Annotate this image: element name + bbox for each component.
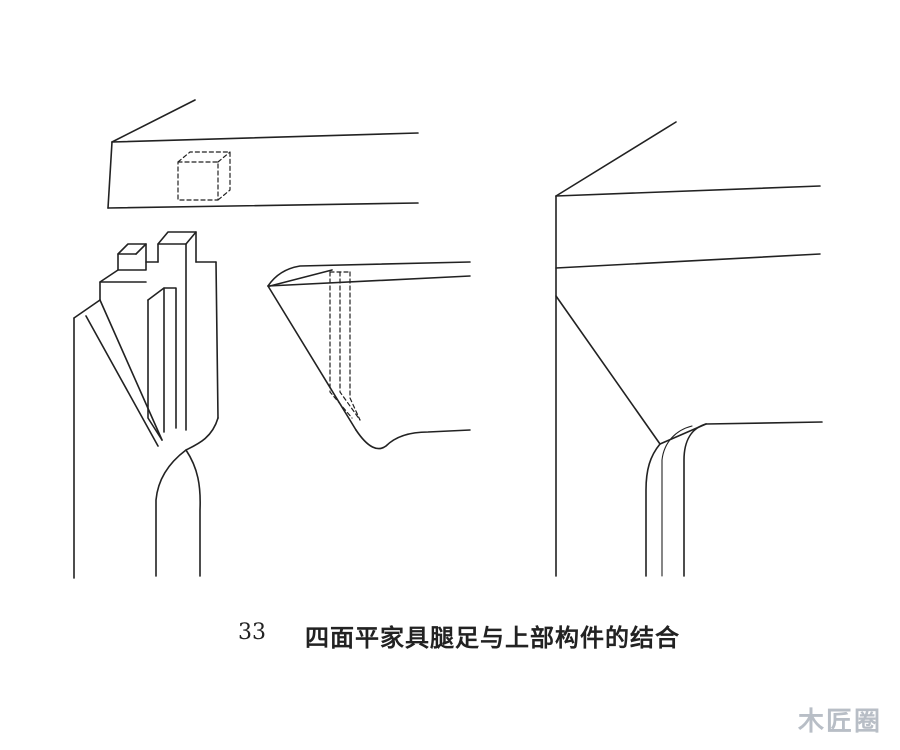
watermark-logo: 木匠圈: [797, 707, 882, 737]
mortise-hidden: [177, 151, 231, 201]
figure-number: 33: [238, 620, 266, 645]
figure-caption: 33 四面平家具腿足与上部构件的结合: [0, 612, 900, 656]
leg-with-tenons: [73, 231, 219, 579]
joinery-diagram: [73, 99, 823, 579]
assembled-corner: [555, 121, 823, 577]
figure-title: 四面平家具腿足与上部构件的结合: [305, 624, 680, 652]
mitered-apron: [267, 261, 471, 450]
top-board: [107, 99, 419, 209]
